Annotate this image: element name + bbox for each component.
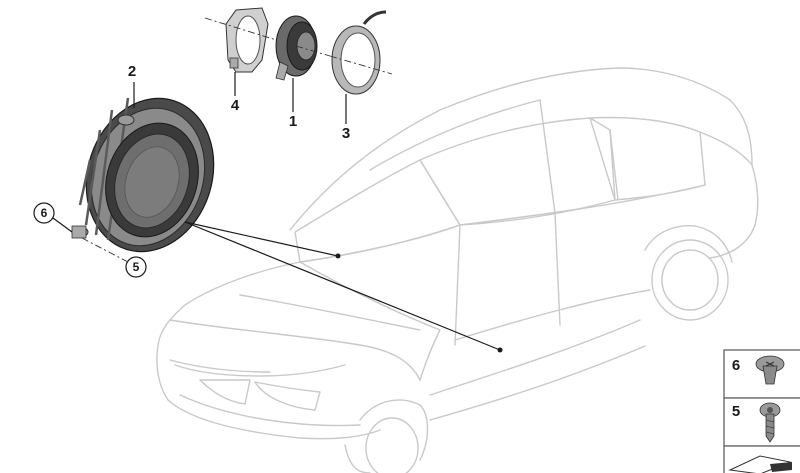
speaker-mount-tab-top: [117, 114, 135, 126]
speaker-connector: [71, 225, 87, 239]
callout-6-circle: [33, 202, 55, 224]
speaker-basket-ribs: [78, 97, 130, 241]
trim-ring-inner: [340, 32, 376, 88]
trim-ring-tab: [362, 10, 387, 25]
callout-1: 1: [289, 113, 297, 130]
car-outline: [156, 67, 759, 473]
leader-5: [81, 237, 129, 263]
wedge-icon: [728, 455, 792, 473]
speaker-assembly[interactable]: [67, 82, 233, 269]
bracket-opening: [235, 15, 261, 65]
bracket-clip: [229, 57, 239, 69]
legend-label-6: 6: [732, 357, 740, 374]
legend-label-5: 5: [732, 403, 740, 420]
leader-6: [52, 217, 73, 233]
target-dot-2: [497, 347, 503, 353]
part-3-trim-ring[interactable]: [331, 10, 387, 95]
callout-4: 4: [231, 97, 240, 114]
target-dot-1: [335, 253, 341, 259]
callout-5: 5: [133, 260, 140, 274]
fastener-legend: 6 5: [723, 349, 800, 473]
screw-5-icon: [759, 402, 781, 443]
tweeter-connector: [275, 61, 289, 81]
part-4-bracket[interactable]: [225, 7, 269, 73]
callout-3: 3: [342, 125, 350, 142]
callout-2: 2: [128, 63, 136, 80]
screw-6-icon: [755, 355, 785, 385]
callout-5-circle: [125, 256, 147, 278]
callout-6: 6: [41, 206, 48, 220]
tweeter-dome: [296, 31, 316, 61]
axis-line-3: [329, 55, 393, 75]
leader-speaker-to-door-front: [184, 221, 339, 257]
part-1-tweeter[interactable]: [275, 15, 318, 81]
speaker-cone-inner: [124, 146, 180, 218]
axis-line-1: [295, 45, 331, 57]
leader-speaker-to-door-rear: [184, 221, 501, 351]
